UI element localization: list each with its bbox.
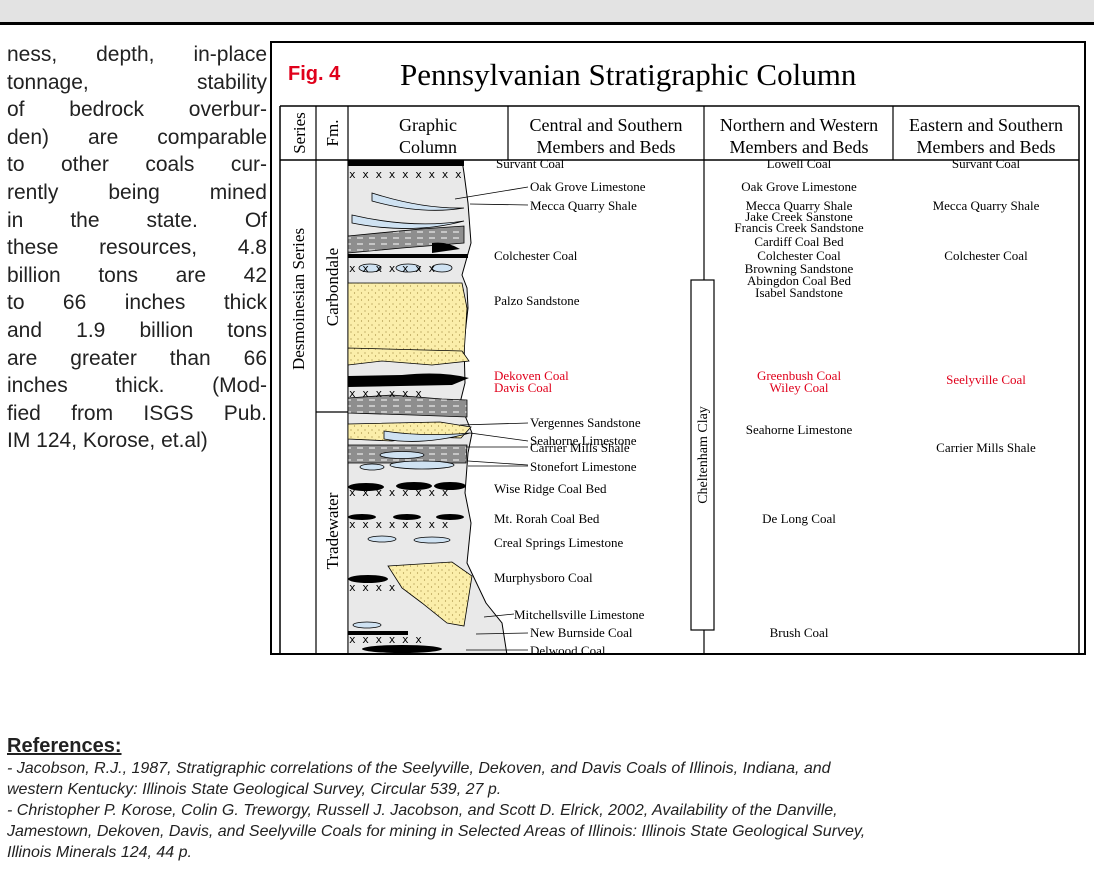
header-fm: Fm. <box>323 120 342 147</box>
unit-wise-ridge-coal-bed: Wise Ridge Coal Bed <box>494 481 607 496</box>
svg-text:x x x x: x x x x <box>349 581 396 594</box>
unit-greenbush-coal: Greenbush Coal <box>757 368 842 383</box>
unit-palzo-sandstone: Palzo Sandstone <box>494 293 580 308</box>
svg-text:x x x x x x x x: x x x x x x x x <box>349 486 449 499</box>
leader-lines <box>454 186 529 651</box>
header-central-1: Central and Southern <box>530 115 683 135</box>
body-line: den) are comparable <box>7 125 267 149</box>
svg-text:x x x x x x x x: x x x x x x x x <box>349 518 449 531</box>
unit-mecca-quarry-shale-e: Mecca Quarry Shale <box>933 198 1040 213</box>
body-line: ness, depth, in-place <box>7 43 267 66</box>
top-banner <box>0 0 1094 25</box>
unit-mecca-quarry-shale-n: Mecca Quarry Shale <box>746 198 853 213</box>
graphic-column: x x x x x x x x x x x x x x x x x x x x … <box>348 160 508 653</box>
unit-carrier-mills-shale-e: Carrier Mills Shale <box>936 440 1036 455</box>
body-line: billion tons are 42 <box>7 263 267 287</box>
formation-tradewater: Tradewater <box>323 492 342 569</box>
unit-jake-creek-sanstone: Jake Creek Sanstone <box>745 209 853 224</box>
northern-members: Lowell Coal Oak Grove Limestone Mecca Qu… <box>734 156 863 640</box>
figure-label: Fig. 4 <box>288 63 341 85</box>
stratigraphic-figure: Fig. 4 Pennsylvanian Stratigraphic Colum… <box>270 41 1086 655</box>
svg-text:x x x x x x x x x: x x x x x x x x x <box>349 168 462 181</box>
body-line: to 66 inches thick <box>7 291 267 315</box>
reference-line: western Kentucky: Illinois State Geologi… <box>7 781 502 798</box>
header-graphic-2: Column <box>399 137 457 157</box>
unit-mt-rorah-coal-bed: Mt. Rorah Coal Bed <box>494 511 600 526</box>
unit-de-long-coal: De Long Coal <box>762 511 836 526</box>
reference-line: Jamestown, Dekoven, Davis, and Seelyvill… <box>7 823 866 840</box>
body-line: fied from ISGS Pub. <box>7 401 267 425</box>
formation-carbondale: Carbondale <box>323 248 342 326</box>
unit-colchester-coal: Colchester Coal <box>494 248 578 263</box>
body-line: of bedrock overbur- <box>7 98 267 122</box>
body-text: ness, depth, in-place tonnage, stability… <box>7 41 267 455</box>
unit-creal-springs-limestone: Creal Springs Limestone <box>494 535 623 550</box>
reference-line: Illinois Minerals 124, 44 p. <box>7 844 192 861</box>
unit-davis-coal: Davis Coal <box>494 380 553 395</box>
svg-text:x x x x x x: x x x x x x <box>349 387 422 400</box>
unit-abingdon-coal-bed: Abingdon Coal Bed <box>747 273 851 288</box>
header-graphic-1: Graphic <box>399 115 457 135</box>
reference-line: - Christopher P. Korose, Colin G. Trewor… <box>7 802 838 819</box>
header-series: Series <box>290 112 309 154</box>
unit-oak-grove-limestone: Oak Grove Limestone <box>530 179 646 194</box>
unit-francis-creek-sandstone: Francis Creek Sandstone <box>734 220 863 235</box>
cheltenham-clay-box <box>690 279 715 631</box>
header-eastern-1: Eastern and Southern <box>909 115 1063 135</box>
unit-survant-coal: Survant Coal <box>496 156 565 171</box>
body-line: and 1.9 billion tons <box>7 318 267 342</box>
body-line: tonnage, stability <box>7 70 267 94</box>
reference-line: - Jacobson, R.J., 1987, Stratigraphic co… <box>7 760 831 777</box>
header-eastern-2: Members and Beds <box>917 137 1056 157</box>
body-line: IM 124, Korose, et.al) <box>7 429 208 453</box>
body-line: are greater than 66 <box>7 346 267 370</box>
svg-text:x x x x x x x: x x x x x x x <box>349 262 435 275</box>
svg-text:x x x x x x: x x x x x x <box>349 633 422 646</box>
header-northern-1: Northern and Western <box>720 115 878 135</box>
references-heading: References: <box>7 735 122 757</box>
figure-title: Pennsylvanian Stratigraphic Column <box>400 57 857 92</box>
header-central-2: Members and Beds <box>537 137 676 157</box>
unit-wiley-coal: Wiley Coal <box>769 380 828 395</box>
body-line: to other coals cur- <box>7 153 267 177</box>
column-chart: Series Fm. Graphic Column Central and So… <box>279 105 1080 655</box>
header-northern-2: Members and Beds <box>730 137 869 157</box>
central-members: Survant Coal Oak Grove Limestone Mecca Q… <box>494 156 646 655</box>
unit-carrier-mills-shale-visible: Carrier Mills Shale <box>530 440 630 455</box>
unit-lowell-coal: Lowell Coal <box>767 156 832 171</box>
unit-vergennes-sandstone: Vergennes Sandstone <box>530 415 641 430</box>
body-line: inches thick. (Mod- <box>7 374 267 398</box>
unit-mecca-quarry-shale: Mecca Quarry Shale <box>530 198 637 213</box>
unit-colchester-coal-e: Colchester Coal <box>944 248 1028 263</box>
unit-isabel-sandstone: Isabel Sandstone <box>755 285 843 300</box>
series-label: Desmoinesian Series <box>289 228 308 370</box>
unit-seahorne-limestone: Seahorne Limestone <box>530 433 637 448</box>
unit-dekoven-coal: Dekoven Coal <box>494 368 569 383</box>
body-line: in the state. Of <box>7 208 267 232</box>
unit-murphysboro-coal: Murphysboro Coal <box>494 570 593 585</box>
unit-new-burnside-coal: New Burnside Coal <box>530 625 633 640</box>
unit-seahorne-limestone-n: Seahorne Limestone <box>746 422 853 437</box>
unit-oak-grove-limestone-n: Oak Grove Limestone <box>741 179 857 194</box>
eastern-members: Survant Coal Mecca Quarry Shale Colchest… <box>933 156 1040 455</box>
unit-survant-coal-e: Survant Coal <box>952 156 1021 171</box>
references: References: - Jacobson, R.J., 1987, Stra… <box>7 735 1094 863</box>
unit-mitchellsville-limestone: Mitchellsville Limestone <box>514 607 645 622</box>
unit-browning-sandstone: Browning Sandstone <box>745 261 854 276</box>
body-line: rently being mined <box>7 180 267 204</box>
cheltenham-label: Cheltenham Clay <box>696 406 711 504</box>
body-line: these resources, 4.8 <box>7 236 267 260</box>
unit-delwood-coal: Delwood Coal <box>530 643 606 655</box>
unit-cardiff-coal-bed: Cardiff Coal Bed <box>754 234 844 249</box>
unit-stonefort-limestone: Stonefort Limestone <box>530 459 637 474</box>
unit-brush-coal: Brush Coal <box>770 625 829 640</box>
unit-seelyville-coal: Seelyville Coal <box>946 372 1026 387</box>
unit-colchester-coal-n: Colchester Coal <box>757 248 841 263</box>
